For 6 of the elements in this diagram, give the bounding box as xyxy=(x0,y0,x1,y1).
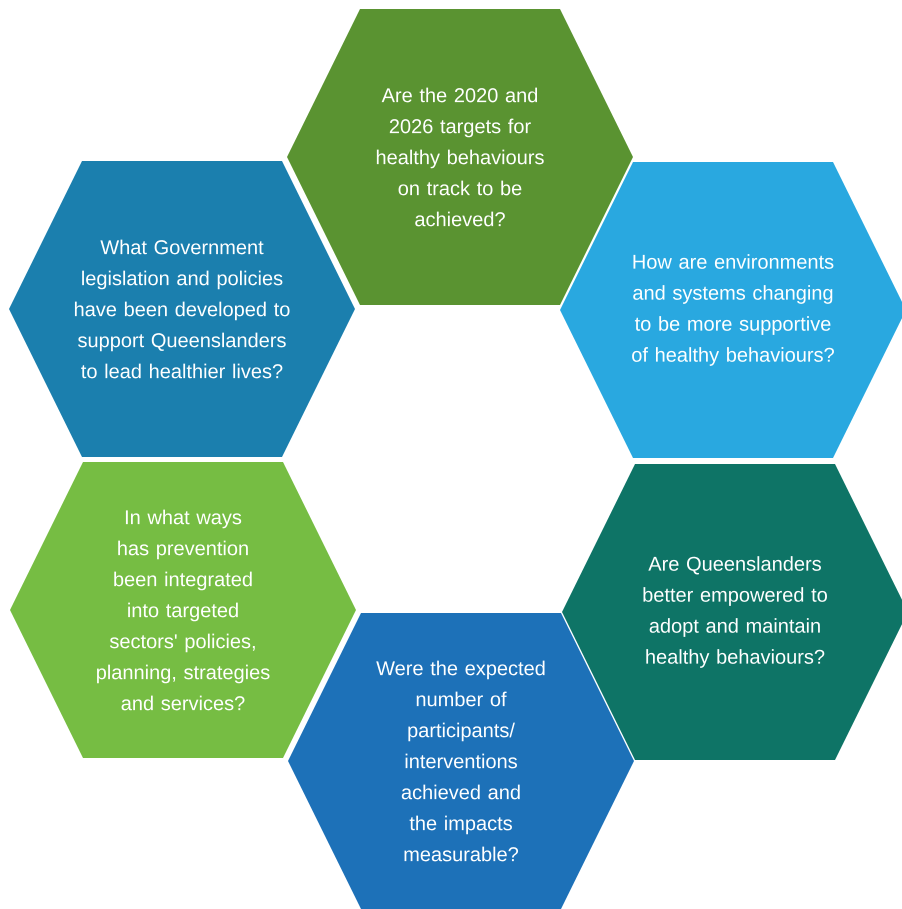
hexagon: Are the 2020 and 2026 targets for healthy behaviours on track to be achieved? xyxy=(287,8,633,305)
hexagon: How are environments and systems changing to be more supportive of healthy behaviours? xyxy=(560,162,902,458)
hexagon: Are Queenslanders better empowered to adopt and maintain healthy behaviours? xyxy=(562,464,902,760)
hexagon: Were the expected number of participants/ interventions achieved and the impacts measurable? xyxy=(288,613,634,909)
hexagon: In what ways has prevention been integrated into targeted sectors' policies, planning, strategies and services? xyxy=(10,462,356,758)
hexagon: What Government legislation and policies have been developed to support Queenslanders to lead healthier lives? xyxy=(9,161,355,457)
